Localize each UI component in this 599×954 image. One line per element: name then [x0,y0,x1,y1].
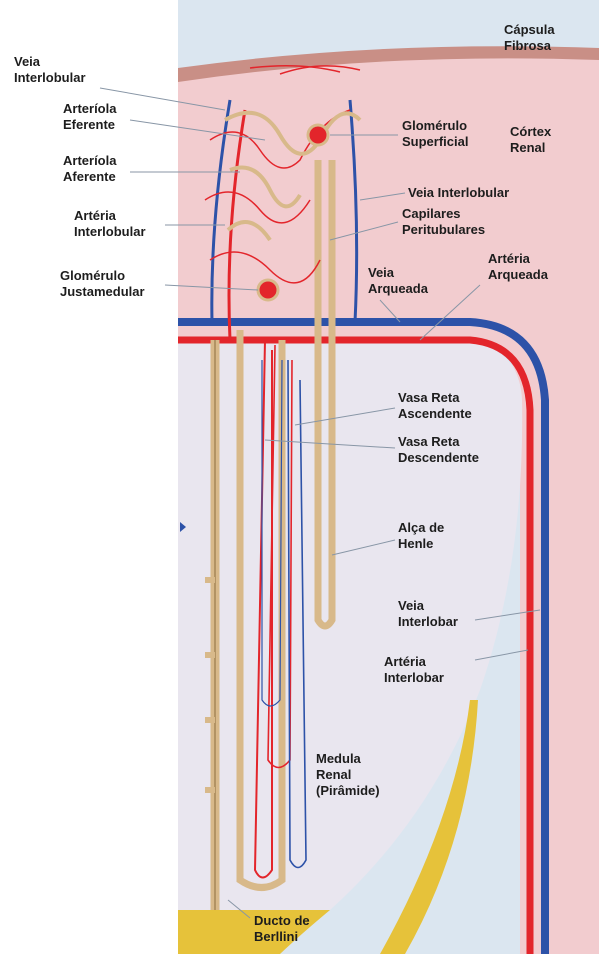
label-arteria-interlobular-1: Artéria [74,208,117,223]
label-cortex-2: Renal [510,140,545,155]
label-arteria-interlobar-2: Interlobar [384,670,444,685]
label-capilares-2: Peritubulares [402,222,485,237]
label-arteria-arqueada-2: Arqueada [488,267,549,282]
label-medula-2: Renal [316,767,351,782]
label-glomerulo-justamedular-1: Glomérulo [60,268,125,283]
juxtamedullary-glomerulus [258,280,278,300]
label-glomerulo-justamedular-2: Justamedular [60,284,145,299]
label-alca-henle-2: Henle [398,536,433,551]
label-medula-1: Medula [316,751,362,766]
left-margin [0,0,178,954]
label-cortex-1: Córtex [510,124,552,139]
label-vasa-reta-desc-2: Descendente [398,450,479,465]
label-arteriola-aferente-1: Arteríola [63,153,117,168]
label-ducto-2: Berllini [254,929,298,944]
label-arteriola-eferente-2: Eferente [63,117,115,132]
label-veia-arqueada-1: Veia [368,265,395,280]
label-veia-arqueada-2: Arqueada [368,281,429,296]
label-capsula-1: Cápsula [504,22,555,37]
label-veia-interlobular-1: Veia [14,54,41,69]
label-veia-interlobar-2: Interlobar [398,614,458,629]
label-arteria-interlobar-1: Artéria [384,654,427,669]
label-vasa-reta-desc-1: Vasa Reta [398,434,460,449]
label-ducto-1: Ducto de [254,913,310,928]
label-vasa-reta-asc-1: Vasa Reta [398,390,460,405]
label-veia-interlobular-2: Interlobular [14,70,86,85]
label-glomerulo-superficial-1: Glomérulo [402,118,467,133]
label-capilares-1: Capilares [402,206,461,221]
label-arteria-arqueada-1: Artéria [488,251,531,266]
label-medula-3: (Pirâmide) [316,783,380,798]
label-glomerulo-superficial-2: Superficial [402,134,468,149]
label-vasa-reta-asc-2: Ascendente [398,406,472,421]
label-arteriola-aferente-2: Aferente [63,169,116,184]
superficial-glomerulus [308,125,328,145]
label-veia-interlobar-1: Veia [398,598,425,613]
label-arteriola-eferente-1: Arteríola [63,101,117,116]
label-veia-interlobular-right: Veia Interlobular [408,185,509,200]
label-alca-henle-1: Alça de [398,520,444,535]
label-arteria-interlobular-2: Interlobular [74,224,146,239]
label-capsula-2: Fibrosa [504,38,552,53]
